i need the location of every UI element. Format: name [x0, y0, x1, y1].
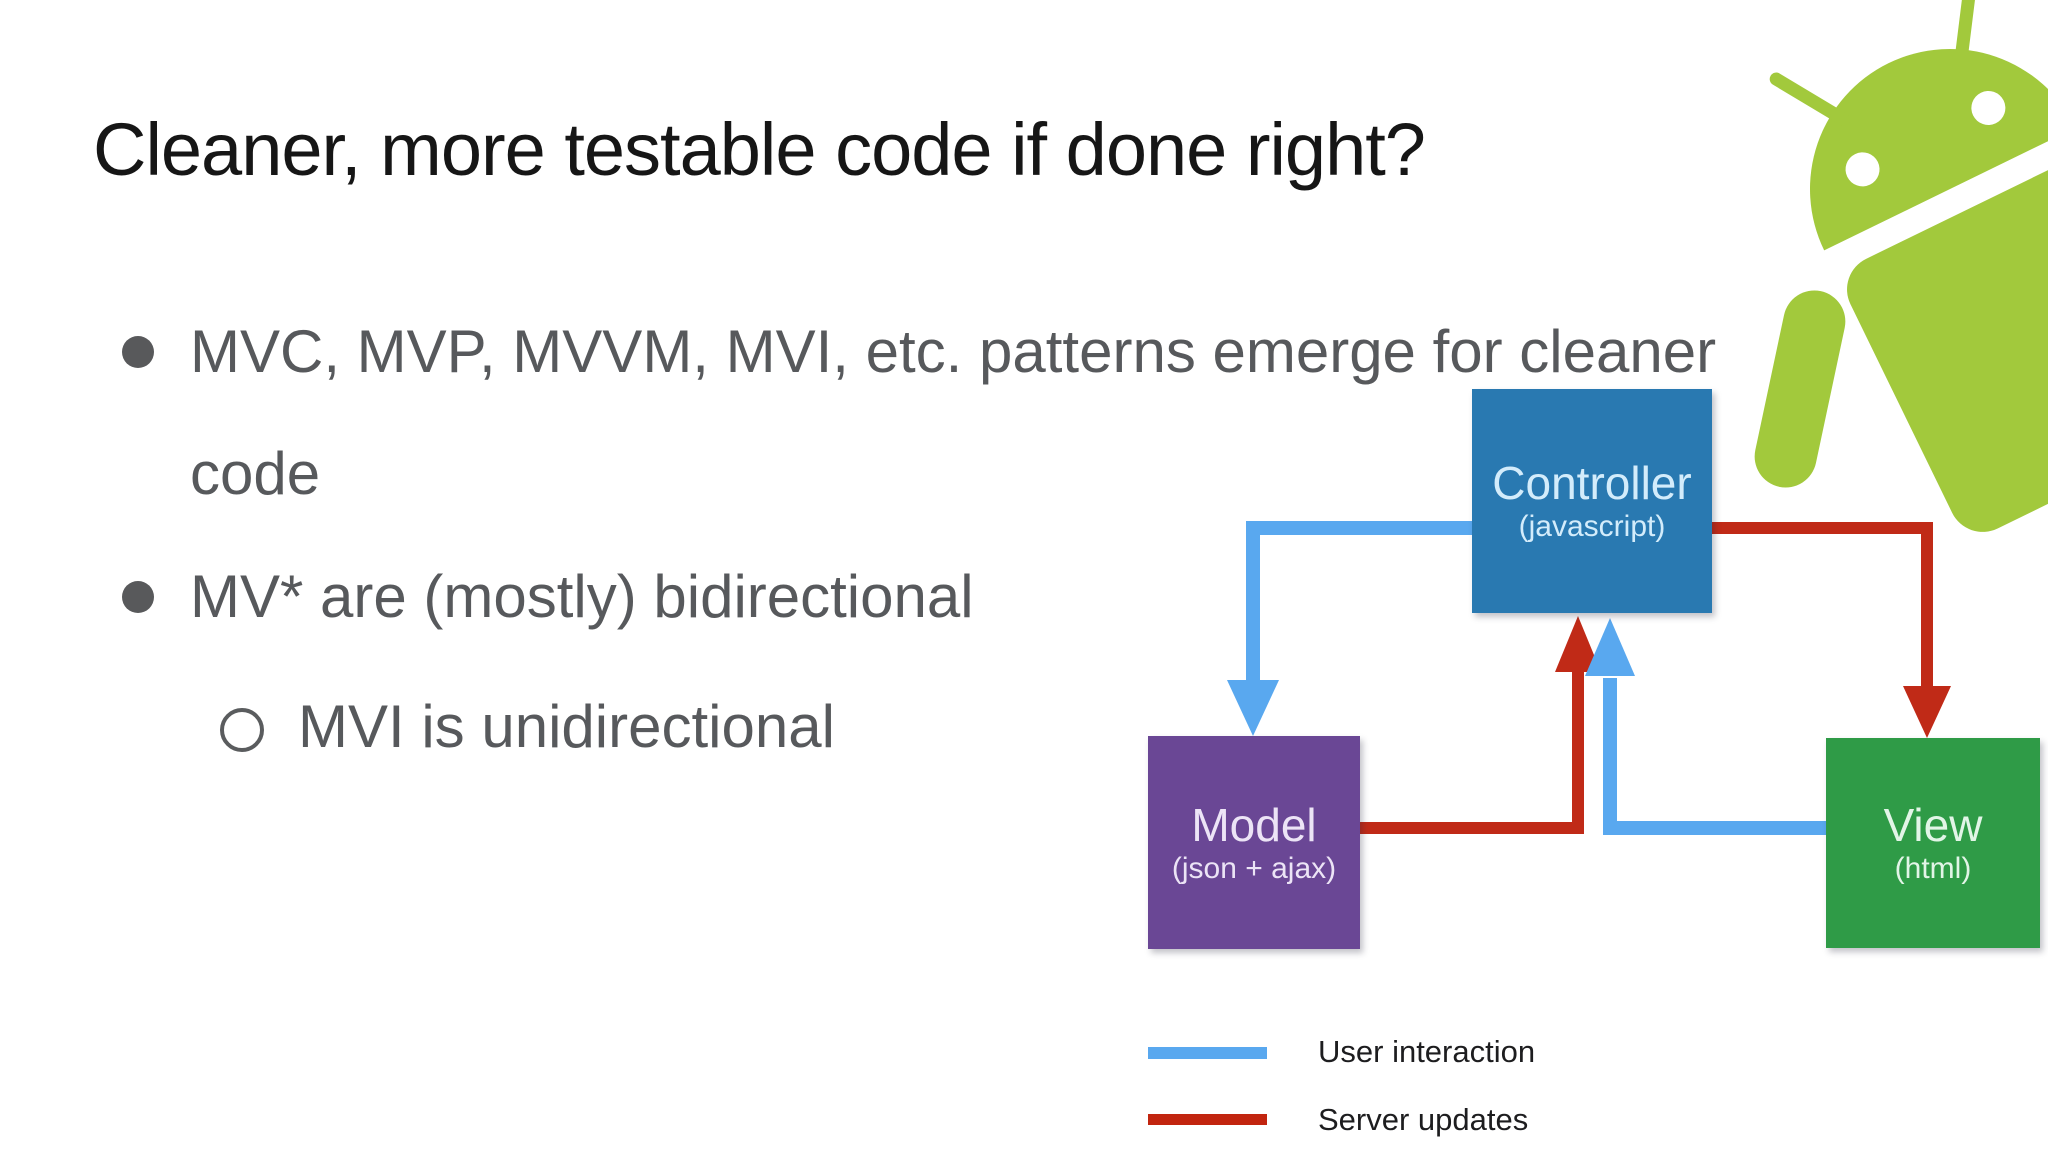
- page-title: Cleaner, more testable code if done righ…: [93, 108, 1426, 191]
- node-view-sublabel: (html): [1894, 852, 1972, 885]
- legend-label-server-updates: Server updates: [1318, 1102, 1529, 1137]
- node-model: Model (json + ajax): [1148, 736, 1360, 949]
- edge-model-to-controller-vertical: [1572, 670, 1584, 834]
- bullet-1-line-2: code: [190, 440, 321, 507]
- node-model-label: Model: [1191, 798, 1317, 851]
- node-controller-sublabel: (javascript): [1518, 510, 1666, 543]
- bullet-dot-icon: [122, 581, 154, 613]
- arrowhead-up-blue-icon: [1585, 618, 1635, 676]
- android-torso: [1847, 162, 2048, 532]
- bullet-1-line-1: MVC, MVP, MVVM, MVI, etc. patterns emerg…: [190, 318, 1717, 385]
- arrowhead-down-red-icon: [1903, 686, 1951, 738]
- edge-controller-to-view-horizontal: [1712, 522, 1933, 534]
- edge-controller-to-model-horizontal: [1246, 521, 1472, 535]
- sub-bullet-1-line-1: MVI is unidirectional: [298, 693, 835, 760]
- node-controller-label: Controller: [1492, 457, 1692, 509]
- legend-swatch-user-interaction: [1148, 1047, 1267, 1059]
- android-eye-left: [1845, 152, 1880, 187]
- edge-view-to-controller-vertical: [1603, 678, 1617, 835]
- android-antenna-left: [1769, 72, 1851, 127]
- edge-controller-to-view-vertical: [1921, 522, 1933, 687]
- bullet-dot-icon: [122, 336, 154, 368]
- sub-bullet-circle-icon: [220, 708, 264, 752]
- android-head: [1810, 49, 2048, 251]
- android-eye-right: [1971, 90, 2006, 125]
- node-view: View (html): [1826, 738, 2040, 948]
- arrowhead-down-blue-icon: [1227, 680, 1279, 736]
- legend-swatch-server-updates: [1148, 1114, 1267, 1125]
- edge-model-to-controller-horizontal: [1360, 822, 1584, 834]
- android-body-group: [1769, 0, 2048, 532]
- node-view-label: View: [1883, 799, 1983, 851]
- node-controller: Controller (javascript): [1472, 389, 1712, 613]
- edge-controller-to-model-vertical: [1246, 521, 1260, 682]
- bullet-2-line-1: MV* are (mostly) bidirectional: [190, 563, 974, 630]
- node-model-sublabel: (json + ajax): [1171, 851, 1337, 885]
- android-antenna-right: [1954, 0, 1977, 70]
- android-left-arm: [1754, 290, 1846, 488]
- edge-view-to-controller-horizontal: [1603, 821, 1826, 835]
- legend-label-user-interaction: User interaction: [1318, 1034, 1536, 1069]
